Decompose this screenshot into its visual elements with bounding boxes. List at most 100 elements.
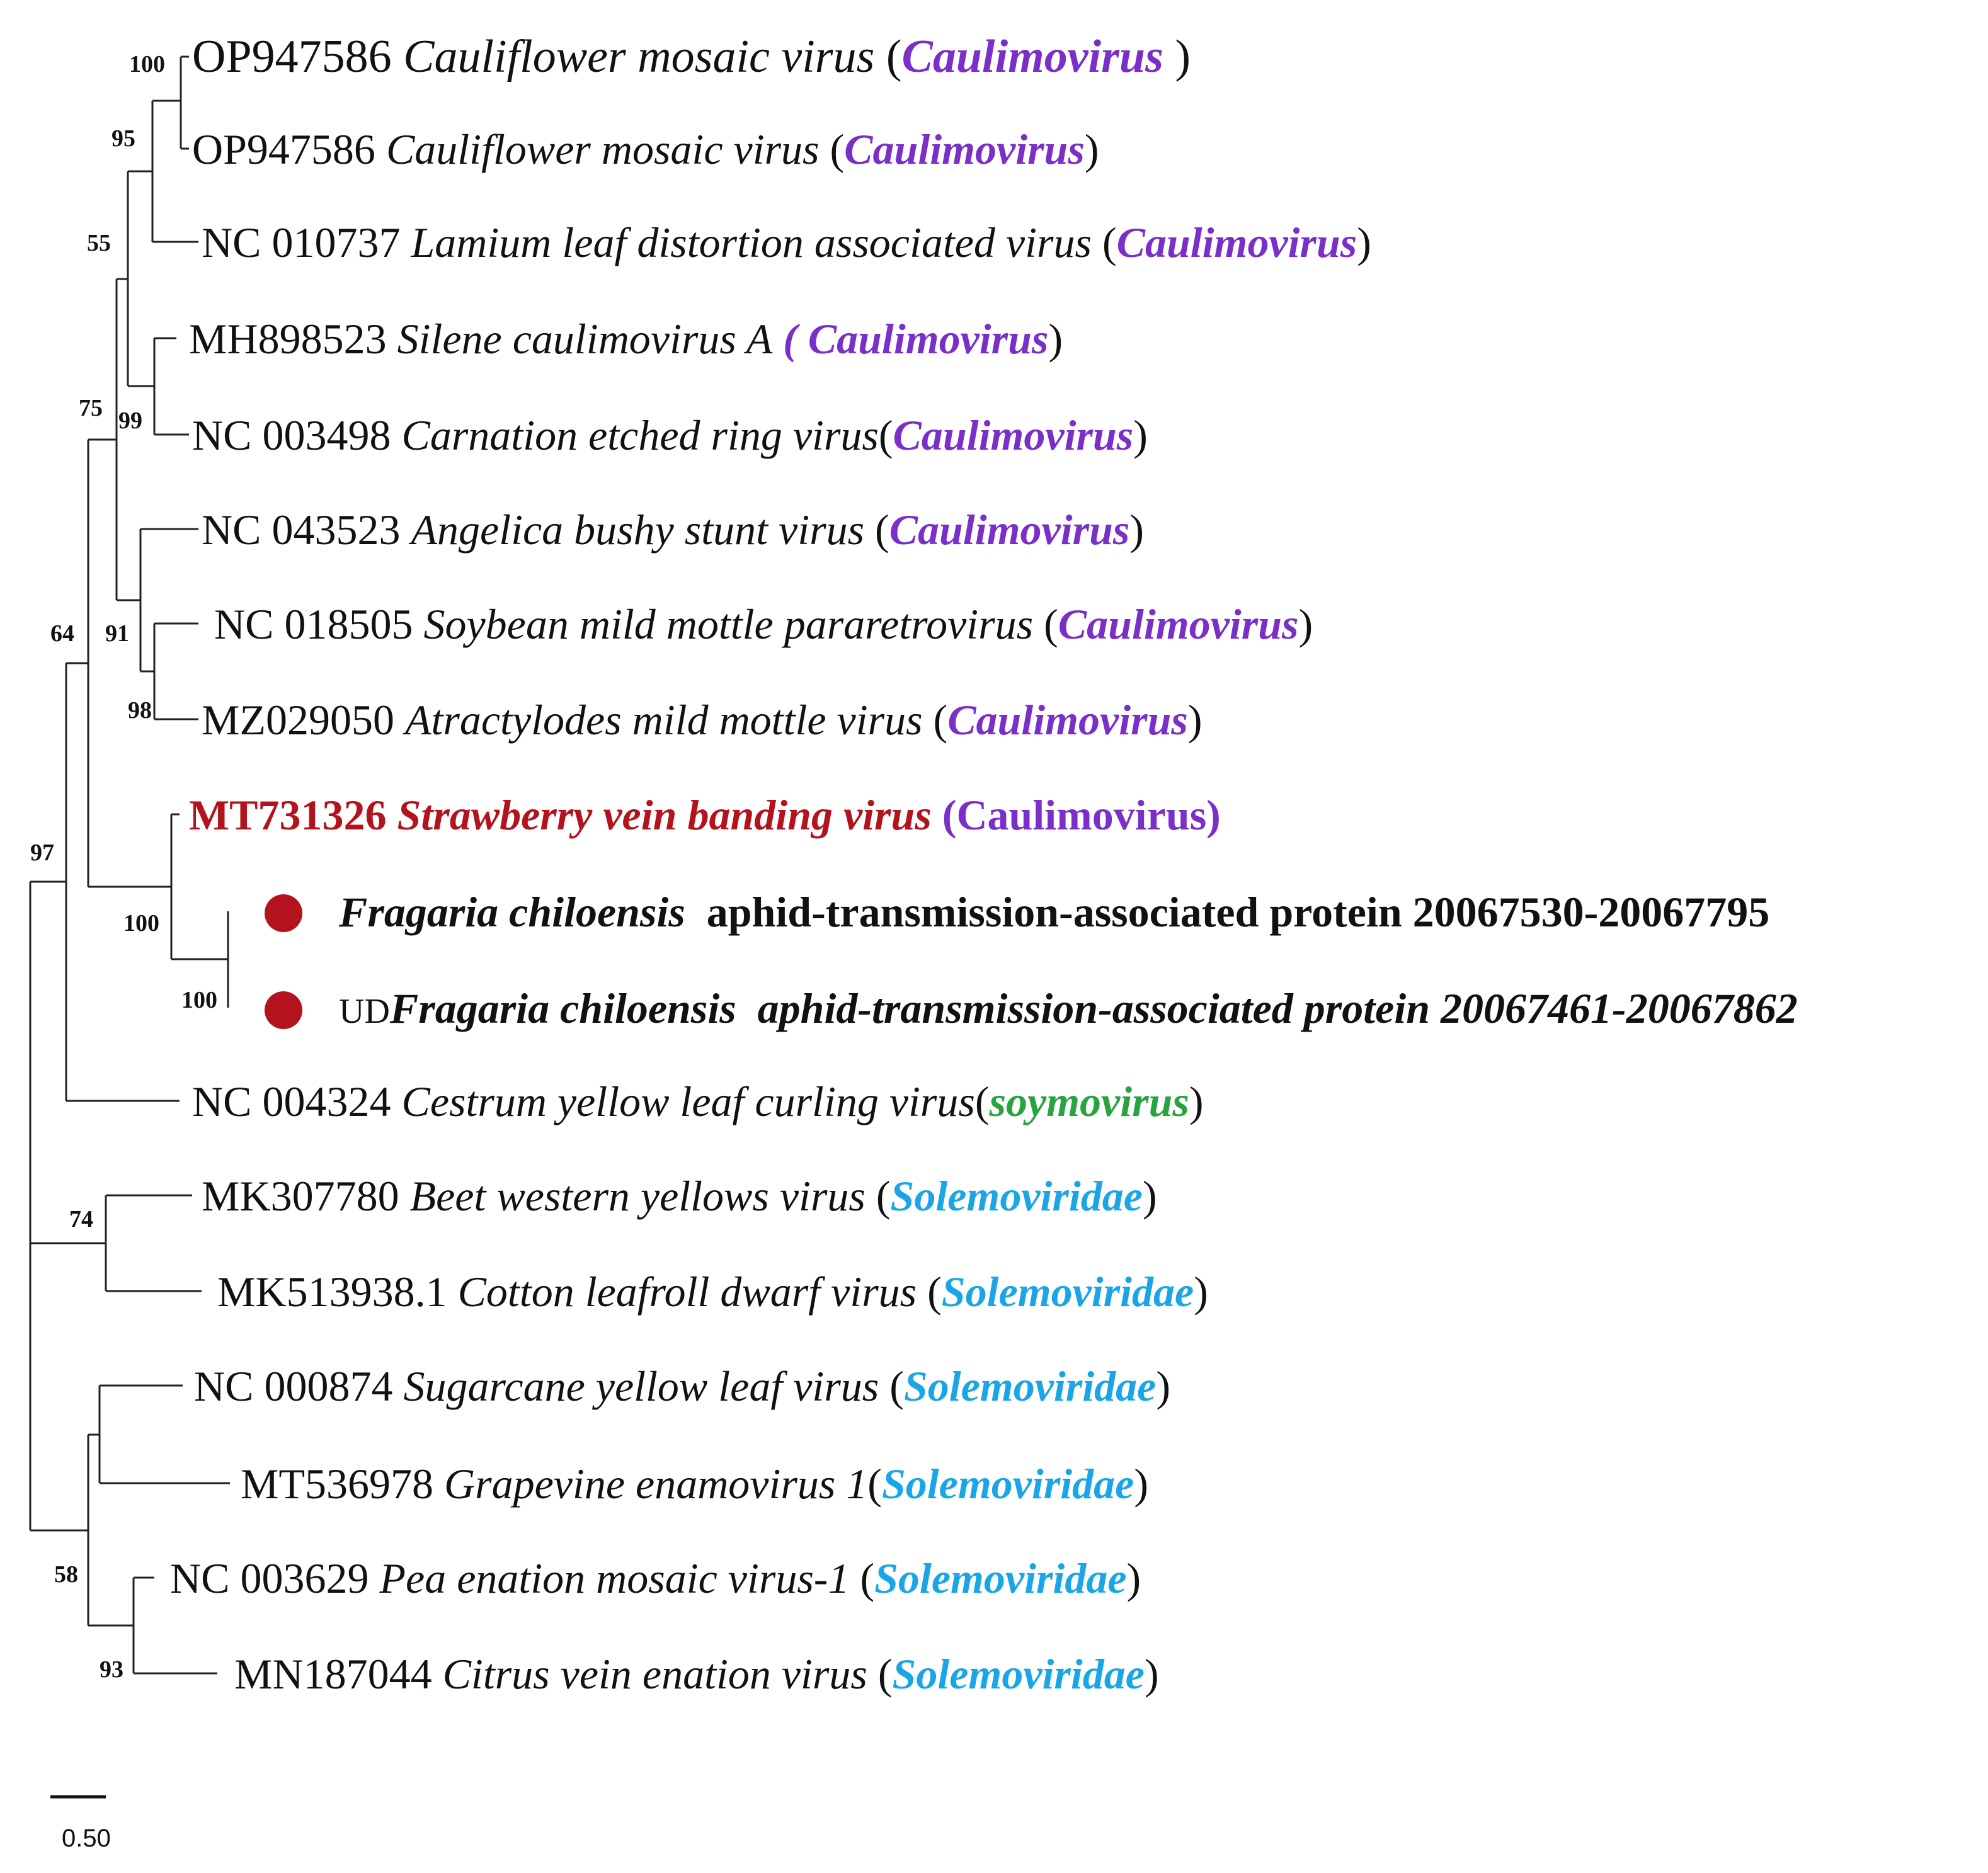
taxon-label-part: Caulimovirus (902, 31, 1175, 83)
taxon-label-part: ( (1033, 600, 1058, 648)
taxon-label-part: OP947586 (192, 31, 403, 83)
taxon-label-query: Fragaria chiloensis aphid-transmission-a… (338, 888, 1769, 936)
taxon-label-part: ) (1188, 696, 1203, 744)
taxon-label-part: ( Caulimovirus (783, 315, 1048, 363)
taxon-label-part: Caulimovirus (844, 125, 1085, 173)
taxon-label: OP947586 Cauliflower mosaic virus (Cauli… (192, 125, 1099, 173)
taxon-label: MT536978 Grapevine enamovirus 1(Solemovi… (241, 1460, 1148, 1508)
taxon-label-part: ( (849, 1554, 874, 1602)
branch (127, 170, 154, 387)
taxon-label-part: Cauliflower mosaic virus (403, 31, 874, 83)
taxon-label-part: Soybean mild mottle pararetrovirus (423, 600, 1033, 648)
taxon-label: NC 018505 Soybean mild mottle pararetrov… (214, 600, 1313, 648)
taxon-label: NC 003498 Carnation etched ring virus(Ca… (192, 411, 1148, 459)
taxon-label-part: NC 018505 (214, 600, 423, 648)
bootstrap-value: 100 (123, 910, 159, 936)
bootstrap-value: 97 (30, 840, 54, 866)
taxon-label: NC 010737 Lamium leaf distortion associa… (202, 219, 1371, 266)
taxon-label-part: Grapevine enamovirus 1 (444, 1460, 867, 1508)
taxon-label-part: ( (975, 1078, 990, 1125)
taxon-label-part: ) (1134, 1460, 1148, 1508)
taxon-label-part: ( (923, 696, 948, 744)
taxon-label-part: ) (1156, 1362, 1170, 1410)
taxon-label-part: MN187044 (234, 1650, 443, 1698)
taxon-label-part: ( (932, 791, 957, 839)
taxon-label-part: Cotton leafroll dwarf virus (458, 1268, 917, 1316)
taxon-label: NC 043523 Angelica bushy stunt virus (Ca… (202, 506, 1144, 554)
taxon-label-part: ) (1127, 1554, 1141, 1602)
scale-bar: 0.50 (50, 1795, 111, 1852)
taxon-label-part: Pea enation mosaic virus-1 (379, 1554, 849, 1602)
taxon-label-part: ( (867, 1650, 893, 1698)
scale-bar-label: 0.50 (62, 1825, 111, 1852)
taxon-label-part: Caulimovirus (1117, 219, 1357, 266)
bootstrap-value: 91 (105, 620, 129, 647)
taxon-label-part: Atractylodes mild mottle virus (403, 696, 923, 744)
taxon-label: MN187044 Citrus vein enation virus (Sole… (234, 1650, 1159, 1698)
bootstrap-value: 99 (118, 407, 142, 434)
branch (29, 1242, 106, 1532)
taxon-label-part: ) (1048, 315, 1063, 363)
taxon-label-part: MK307780 (202, 1172, 410, 1220)
query-marker-dot (265, 991, 302, 1029)
bootstrap-value: 100 (181, 987, 217, 1013)
taxon-label-part: ) (1206, 791, 1221, 839)
taxon-label: NC 004324 Cestrum yellow leaf curling vi… (192, 1078, 1204, 1125)
taxon-label-part: ) (1189, 1078, 1204, 1125)
taxon-label-part: ) (1194, 1268, 1208, 1316)
taxon-label-part: MK513938.1 (217, 1268, 458, 1316)
taxon-label-part: Beet western yellows virus (410, 1172, 865, 1220)
taxon-label-part: Solemoviridae (893, 1650, 1145, 1698)
branch (153, 337, 189, 436)
bootstrap-value: 64 (50, 620, 74, 647)
taxon-label-part: NC 010737 (202, 219, 411, 266)
taxon-label-part: NC 000874 (194, 1362, 403, 1410)
taxon-label-part: Caulimovirus (956, 791, 1206, 839)
bootstrap-value: 55 (87, 230, 111, 256)
taxon-label-part: NC 003629 (170, 1554, 379, 1602)
taxon-label-part: Citrus vein enation virus (443, 1650, 867, 1698)
taxon-label-part: Solemoviridae (904, 1362, 1156, 1410)
bootstrap-value: 58 (54, 1561, 78, 1588)
taxon-label-part (772, 315, 783, 363)
query-marker-dot (265, 894, 302, 932)
taxon-label-part: Fragaria chiloensis (338, 888, 685, 936)
taxon-label-part: ) (1175, 31, 1191, 83)
taxon-label-part: UD (339, 992, 390, 1031)
branch (87, 1433, 134, 1627)
taxon-label-part: Solemoviridae (882, 1460, 1134, 1508)
branch (105, 1194, 202, 1292)
taxon-label-part: ( (874, 31, 901, 83)
branch (29, 880, 66, 1243)
taxon-label-part: Caulimovirus (947, 696, 1188, 744)
taxon-label-part: NC 004324 (192, 1078, 401, 1125)
taxon-label-part: ( (865, 1172, 891, 1220)
bootstrap-value: 74 (69, 1206, 93, 1233)
taxon-label-part: ) (1143, 1172, 1157, 1220)
taxon-label-part: Lamium leaf distortion associated virus (410, 219, 1091, 266)
taxon-label-part: ) (1298, 600, 1313, 648)
taxon-label-part: ( (879, 411, 893, 459)
taxon-label-part: Cestrum yellow leaf curling virus (401, 1078, 974, 1125)
taxon-label-part: Caulimovirus (893, 411, 1134, 459)
taxon-label-part: Solemoviridae (942, 1268, 1194, 1316)
taxon-label-query: UDFragaria chiloensis aphid-transmission… (339, 984, 1798, 1032)
branch (65, 662, 180, 1102)
branch (87, 438, 171, 888)
branch (153, 622, 198, 720)
branch (139, 528, 198, 673)
taxon-label-part: ( (864, 506, 889, 554)
bootstrap-value: 95 (111, 125, 135, 152)
bootstrap-labels: 100 95 55 99 75 98 91 100 100 64 97 74 5… (30, 51, 217, 1683)
taxon-label-part: Cauliflower mosaic virus (386, 125, 820, 173)
taxon-label-part: Sugarcane yellow leaf virus (403, 1362, 879, 1410)
taxon-label-part: MT731326 (189, 791, 397, 839)
bootstrap-value: 75 (79, 395, 103, 421)
taxon-label-part: ) (1145, 1650, 1159, 1698)
taxon-label-part: ( (1092, 219, 1117, 266)
taxon-label: NC 003629 Pea enation mosaic virus-1 (So… (170, 1554, 1141, 1602)
branch (180, 55, 189, 150)
taxon-label-part: aphid-transmission-associated protein 20… (685, 888, 1770, 936)
bootstrap-value: 93 (100, 1656, 123, 1683)
